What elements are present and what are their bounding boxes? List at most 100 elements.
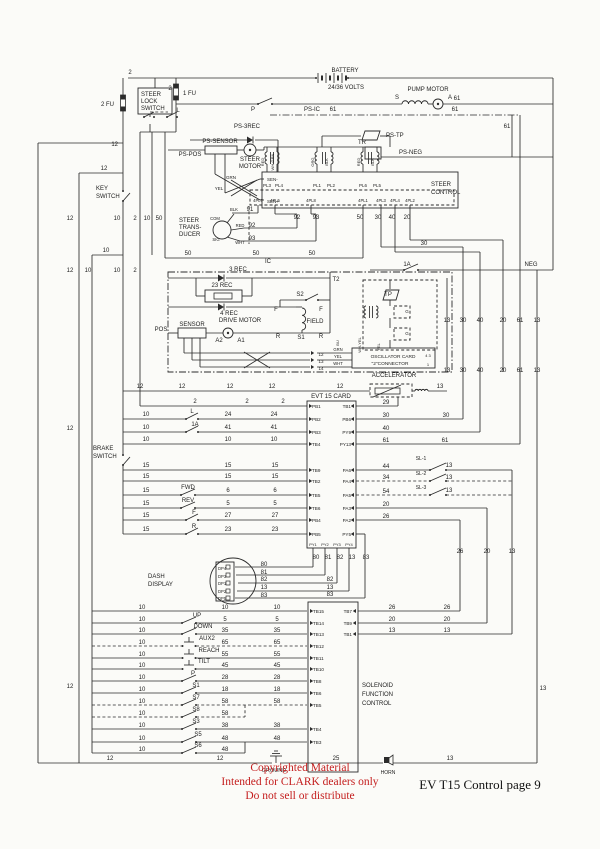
diagram-label: DISPLAY [148,582,173,588]
diagram-label: 10 [103,248,110,254]
diagram-label: 13 [437,384,444,390]
diagram-label: 12 [67,684,74,690]
diagram-label: TB6 [313,691,322,696]
diagram-label: 5 [275,617,279,623]
diagram-label: 5 [273,501,277,507]
diagram-label: SWITCH [96,194,120,200]
diagram-label: 10 [114,268,121,274]
diagram-label: DOWN [194,624,213,630]
diagram-label: R [276,334,281,340]
diagram-label: SWITCH [141,106,165,112]
diagram-label: R [319,334,324,340]
diagram-label: PB5 [312,532,321,537]
diagram-label: 4PL4 [390,198,400,203]
diagram-label: 10 [143,425,150,431]
diagram-label: 2 FU [101,102,114,108]
diagram-label: 48 [222,747,229,753]
diagram-label: PA2 [343,518,352,523]
diagram-label: TB8 [313,679,322,684]
pin-arrow [310,644,314,648]
diagram-label: 18 [274,687,281,693]
diagram-label: 13 [389,628,396,634]
diagram-label: 20 [500,368,507,374]
diagram-label: KEY [96,186,108,192]
diagram-label: RED [260,158,265,167]
diagram-label: 10 [139,723,146,729]
diagram-label: BLK [370,158,375,166]
diagram-label: 10 [139,628,146,634]
diagram-label: WH-GRN [270,153,275,170]
pin-arrow [310,621,314,625]
diagram-label: 50 [253,251,260,257]
diagram-label: 10 [222,605,229,611]
diagram-label: 15 [143,463,150,469]
diagram-label: 12 [269,384,276,390]
diagram-label: 13 [261,585,268,591]
diagram-label: F [274,307,278,313]
diagram-label: REACH [198,648,219,654]
diagram-label: 30 [421,241,428,247]
diagram-label: DP3 [218,574,227,579]
diagram-label: 28 [274,675,281,681]
diagram-label: 34 [383,475,390,481]
diagram-label: 41 [225,425,232,431]
diagram-label: 2 [133,216,137,222]
diagram-label: TB2 [312,479,321,484]
pin-arrow [350,468,354,472]
diagram-label: "2"CONNECTOR [372,361,409,367]
diagram-label: PUMP MOTOR [407,87,449,93]
diagram-label: PB6 [342,417,351,422]
diagram-label: PL6 [359,183,368,188]
diagram-label: 48 [274,736,281,742]
diagram-label: S6 [194,743,202,749]
diagram-label: 15 [272,474,279,480]
diagram-label: OSCILLATOR CARD [371,354,416,360]
diagram-label: 41 [271,425,278,431]
diagram-label: 18 [222,687,229,693]
diagram-label: 55 [222,652,229,658]
diagram-label: 10 [139,699,146,705]
diagram-label: 13 [534,368,541,374]
diagram-label: 15 [143,488,150,494]
diagram-label: 38 [222,723,229,729]
pin-arrow [309,506,313,510]
diagram-label: 10 [139,605,146,611]
diagram-label: TB4 [312,442,321,447]
diagram-label: PS-TP [386,133,404,139]
diagram-label: PL1 [313,183,322,188]
diagram-label: 12 [101,166,108,172]
diagram-label: 12 [227,384,234,390]
diagram-label: GRN [333,347,342,352]
diagram-label: BATTERY [331,68,358,74]
copyright-line-2: Intended for CLARK dealers only [221,776,379,789]
pin-arrow [311,351,315,355]
diagram-label: NEG [524,262,537,268]
diagram-label: TB6 [312,506,321,511]
diagram-label: 50 [156,216,163,222]
diagram-label: 23 [272,527,279,533]
pin-arrow [309,493,313,497]
pin-arrow [352,632,356,636]
diagram-label: 28 [222,675,229,681]
diagram-label: 10 [139,652,146,658]
pin-arrow [309,532,313,536]
diagram-label: TB12 [313,644,324,649]
diagram-label: 40 [389,215,396,221]
diagram-label: S1 [297,335,305,341]
diagram-label: DUCER [179,232,201,238]
diagram-label: STEER [179,218,200,224]
diagram-label: 13 [509,549,516,555]
diagram-label: 13 [444,318,451,324]
diagram-label: 15 [143,513,150,519]
diagram-label: 25 [333,756,340,762]
diagram-label: A1 [237,338,245,344]
diagram-label: 24 [225,412,232,418]
diagram-label: 82 [261,577,268,583]
diagram-label: 83 [363,555,370,561]
diagram-label: 1A [403,262,410,268]
diagram-label: 44 [383,464,390,470]
pin-arrow [350,532,354,536]
diagram-label: 92 [294,215,301,221]
